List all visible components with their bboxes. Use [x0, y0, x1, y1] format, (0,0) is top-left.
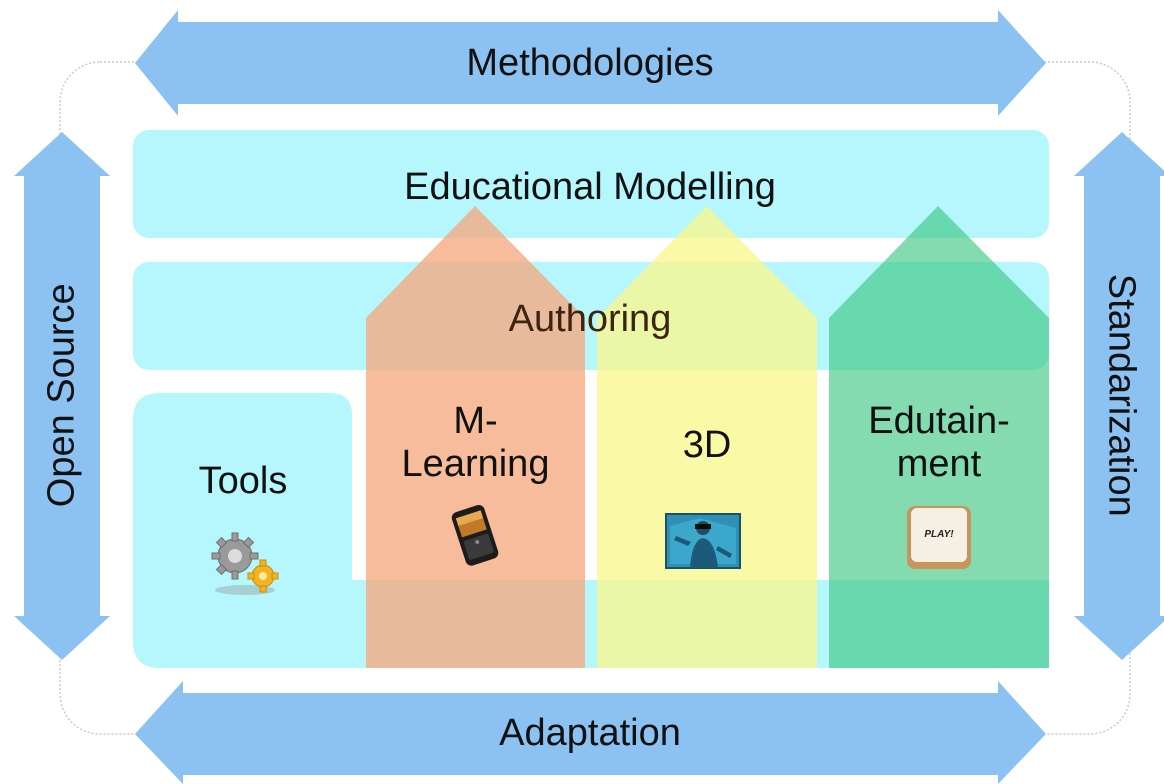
mlearning-label: M- Learning [366, 400, 585, 485]
play-key-text: PLAY! [924, 529, 954, 540]
tools-region [133, 393, 1049, 668]
adaptation-label: Adaptation [499, 712, 681, 754]
methodologies-arrow [135, 10, 1046, 116]
educational-modelling-band [133, 130, 1049, 238]
methodologies-label: Methodologies [466, 42, 714, 84]
standarization-arrow [1074, 132, 1164, 660]
educational-modelling-label: Educational Modelling [404, 166, 776, 208]
authoring-label: Authoring [508, 298, 672, 340]
virtual-reality-icon [665, 513, 741, 569]
tools-label: Tools [198, 460, 288, 502]
mobile-phone-icon [451, 504, 499, 566]
adaptation-arrow [135, 681, 1046, 784]
authoring-band [133, 262, 1049, 370]
standarization-label: Standarization [1100, 273, 1143, 517]
threed-column [597, 206, 817, 668]
edutainment-column [829, 206, 1049, 668]
gears-icon [211, 532, 279, 595]
play-key-icon: PLAY! [907, 506, 971, 569]
open-source-arrow [14, 132, 110, 660]
mlearning-label-line1: M- [453, 400, 498, 442]
open-source-label: Open Source [40, 283, 83, 508]
mlearning-label-line2: Learning [401, 442, 550, 485]
threed-label: 3D [682, 424, 732, 466]
edutainment-label: Edutain- ment [829, 400, 1049, 485]
mlearning-column [366, 206, 585, 668]
edutainment-label-line2: ment [896, 442, 982, 485]
edutainment-label-line1: Edutain- [868, 400, 1010, 442]
